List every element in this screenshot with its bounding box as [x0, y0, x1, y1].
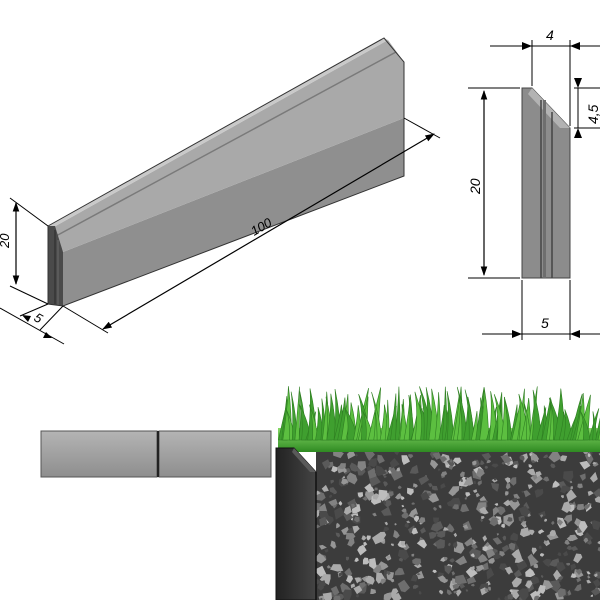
section-chamfer-dimension: 4,5: [574, 78, 600, 138]
paver-slab-right: [158, 430, 272, 478]
section-top-width-dimension: 4: [490, 27, 600, 126]
isometric-curb: [47, 37, 405, 307]
paver-slab-left: [40, 430, 158, 478]
gravel-base: [316, 452, 600, 600]
curb-cross-section: [521, 87, 571, 279]
iso-width-dimension: 5: [0, 303, 65, 345]
section-chamfer-label: 4,5: [585, 104, 600, 124]
grass-strip: [278, 386, 600, 452]
section-height-dimension: 20: [467, 87, 520, 279]
section-height-label: 20: [467, 178, 483, 195]
iso-width-label: 5: [32, 310, 46, 327]
installation-view: [40, 386, 600, 600]
iso-height-label: 20: [0, 233, 12, 249]
iso-height-dimension: 20: [0, 197, 49, 305]
section-bottom-width-label: 5: [541, 315, 549, 331]
section-bottom-width-dimension: 5: [482, 280, 600, 340]
section-top-width-label: 4: [546, 27, 554, 43]
